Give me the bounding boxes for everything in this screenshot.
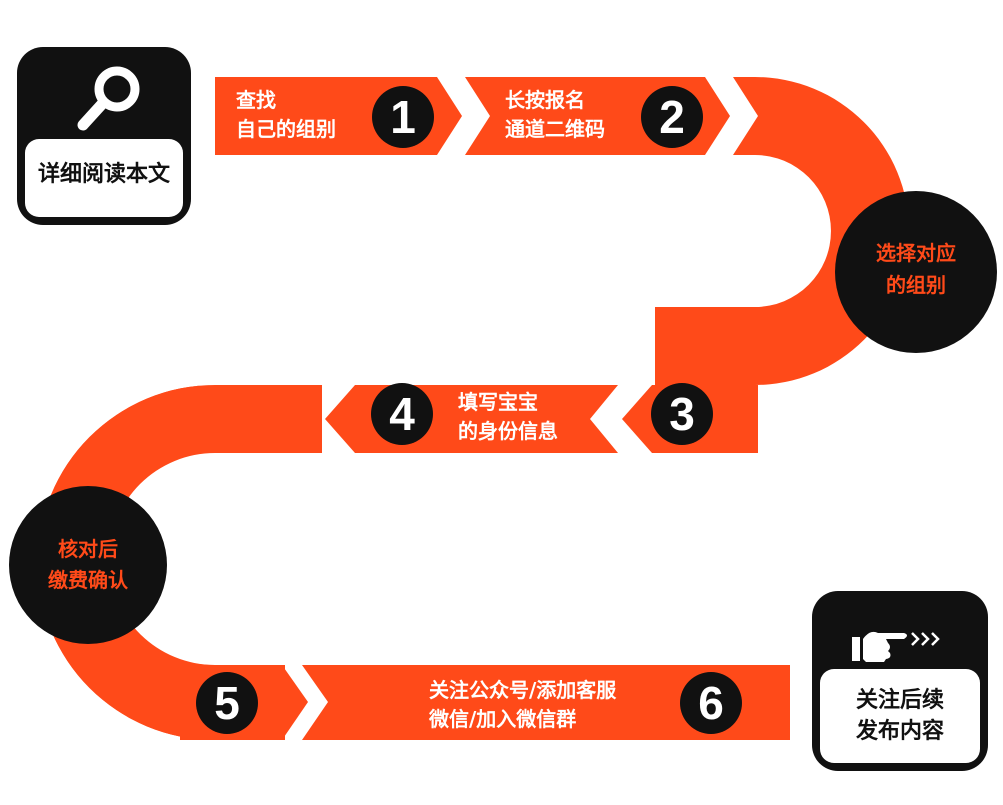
step-2-badge: 2: [641, 86, 703, 148]
start-box-text: 详细阅读本文: [37, 162, 170, 187]
end-box-line2: 发布内容: [855, 719, 944, 744]
pointing-hand-icon: [852, 631, 940, 662]
step-6-line1: 关注公众号/添加客服: [429, 678, 617, 702]
turn-right-line1: 选择对应: [876, 241, 956, 265]
search-icon: [77, 66, 140, 131]
step-3-badge: 3: [651, 383, 713, 445]
start-box: 详细阅读本文: [17, 47, 191, 225]
turn-right-circle: [835, 191, 997, 353]
turn-left-circle: [9, 486, 167, 644]
end-box-panel: 关注后续 发布内容: [820, 669, 980, 763]
step-4-badge: 4: [371, 383, 433, 445]
step-1-badge: 1: [372, 86, 434, 148]
start-box-panel: 详细阅读本文: [25, 139, 183, 217]
turn-left-inner: [37, 385, 323, 740]
step-1-line1: 查找: [236, 88, 276, 112]
turn-left-line2: 缴费确认: [48, 568, 128, 592]
step-4-line2: 的身份信息: [458, 419, 558, 443]
step-1-line2: 自己的组别: [236, 117, 336, 141]
step-4-line1: 填写宝宝: [458, 390, 538, 414]
end-box: 关注后续 发布内容: [812, 591, 988, 771]
step-5-badge: 5: [196, 672, 258, 734]
end-box-line1: 关注后续: [855, 688, 944, 713]
step-2-line2: 通道二维码: [505, 117, 605, 141]
step-6-line2: 微信/加入微信群: [429, 707, 577, 731]
arrow-segment-6: [302, 665, 790, 740]
step-6-badge: 6: [680, 672, 742, 734]
step-2-line1: 长按报名: [505, 88, 585, 112]
turn-left-line1: 核对后: [58, 537, 118, 561]
turn-right-line2: 的组别: [886, 273, 946, 297]
